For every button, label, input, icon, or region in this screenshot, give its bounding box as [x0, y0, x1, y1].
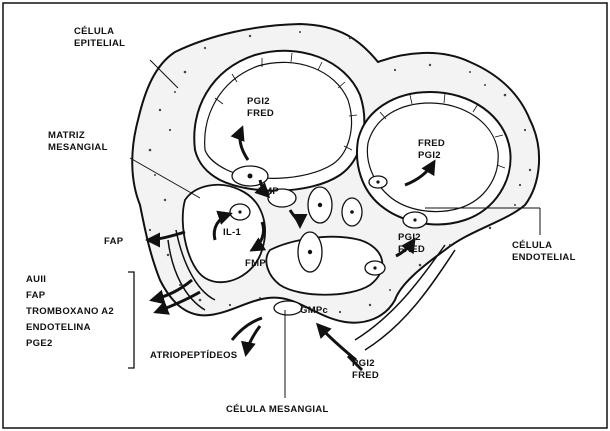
mediator-item: FAP: [26, 288, 114, 304]
label-line: PGI2: [418, 150, 445, 162]
label-line: EPITELIAL: [74, 38, 125, 50]
label-line: PGI2: [352, 358, 379, 370]
label-line: CÉLULA: [512, 240, 576, 252]
label-pgi2-fred-top: PGI2 FRED: [247, 96, 274, 120]
label-line: FRED: [418, 138, 445, 150]
mediator-bracket: [128, 272, 134, 368]
mediator-item: AUII: [26, 272, 114, 288]
label-fmp-bottom: FMP: [245, 258, 266, 270]
label-fmp-top: FMP: [258, 186, 279, 198]
signal-arrow-tails: [232, 318, 362, 370]
label-matriz-mesangial: MATRIZ MESANGIAL: [48, 130, 108, 154]
label-gmpc: GMPc: [300, 305, 328, 317]
label-line: PGI2: [398, 232, 425, 244]
label-pgi2-fred-mid: PGI2 FRED: [398, 232, 425, 256]
label-line: FRED: [398, 244, 425, 256]
label-line: FRED: [352, 370, 379, 382]
label-il1: IL-1: [223, 227, 241, 239]
label-atriopeptideos: ATRIOPEPTÍDEOS: [150, 350, 237, 362]
label-line: PGI2: [247, 96, 274, 108]
label-line: FRED: [247, 108, 274, 120]
mediator-item: ENDOTELINA: [26, 320, 114, 336]
label-celula-mesangial: CÉLULA MESANGIAL: [226, 404, 329, 416]
label-line: ENDOTELIAL: [512, 252, 576, 264]
label-fap: FAP: [104, 236, 123, 248]
mediator-item: TROMBOXANO A2: [26, 304, 114, 320]
label-line: MESANGIAL: [48, 142, 108, 154]
label-fred-pgi2-right: FRED PGI2: [418, 138, 445, 162]
label-celula-epitelial: CÉLULA EPITELIAL: [74, 26, 125, 50]
label-celula-endotelial: CÉLULA ENDOTELIAL: [512, 240, 576, 264]
arrow-atriopeptideos: [246, 326, 260, 354]
mediator-item: PGE2: [26, 336, 114, 352]
label-line: CÉLULA: [74, 26, 125, 38]
label-line: MATRIZ: [48, 130, 108, 142]
label-mediators-list: AUII FAP TROMBOXANO A2 ENDOTELINA PGE2: [26, 272, 114, 352]
label-pgi2-fred-bottom: PGI2 FRED: [352, 358, 379, 382]
arrow-pgi2-fred-bottom: [318, 325, 356, 360]
